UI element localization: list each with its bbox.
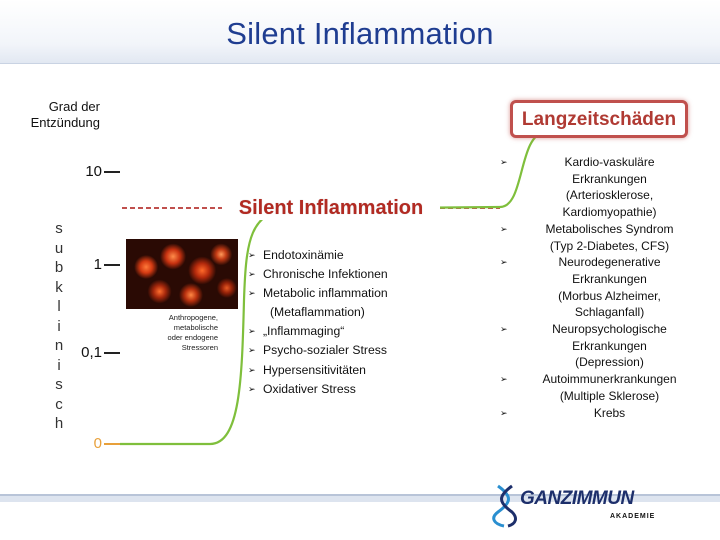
- list-item-continuation: (Metaflammation): [248, 303, 448, 322]
- vertical-letter: c: [55, 395, 63, 413]
- list-item: ➢ Metabolic inflammation: [248, 284, 448, 303]
- arrow-bullet-icon: ➢: [248, 383, 256, 394]
- list-item-text: Hypersensitivitäten: [263, 362, 366, 377]
- list-item-text: (Metaflammation): [270, 305, 365, 320]
- arrow-bullet-icon: ➢: [248, 288, 256, 299]
- bottom-band-line: [0, 494, 720, 496]
- arrow-bullet-icon: ➢: [500, 407, 508, 418]
- bottom-band: [0, 496, 720, 502]
- arrow-bullet-icon: ➢: [248, 364, 256, 375]
- list-item-text: Neuropsychologische Erkrankungen (Depres…: [552, 322, 667, 370]
- list-item-text: Autoimmunerkrankungen (Multiple Sklerose…: [542, 372, 677, 403]
- logo-name-part2: IMMUN: [571, 488, 634, 509]
- list-item: ➢ Neuropsychologische Erkrankungen (Depre…: [500, 321, 704, 371]
- list-item: ➢ Neurodegenerative Erkrankungen (Morbus …: [500, 254, 704, 321]
- vertical-letter: u: [54, 239, 64, 257]
- arrow-bullet-icon: ➢: [500, 223, 508, 234]
- list-item: ➢ Oxidativer Stress: [248, 380, 448, 399]
- arrow-bullet-icon: ➢: [500, 257, 508, 268]
- list-item-text: Kardio-vaskuläre Erkrankungen (Arteriosk…: [562, 155, 657, 220]
- stressor-fire-image: [126, 239, 238, 309]
- logo-wordmark: GANZIMMUN: [520, 488, 634, 510]
- list-item-text: Psycho-sozialer Stress: [263, 343, 387, 358]
- silent-inflammation-heading: Silent Inflammation: [222, 197, 440, 220]
- vertical-letter: n: [54, 337, 64, 354]
- inflammation-curve: [120, 130, 560, 446]
- list-item-text: Metabolisches Syndrom (Typ 2-Diabetes, C…: [545, 221, 674, 253]
- vertical-letter: k: [55, 278, 63, 296]
- logo-subtitle: AKADEMIE: [610, 513, 656, 520]
- title-bar: Silent Inflammation: [0, 0, 720, 64]
- damage-list: ➢ Kardio-vaskuläre Erkrankungen (Arterios…: [500, 154, 704, 421]
- arrow-bullet-icon: ➢: [248, 345, 256, 356]
- list-item-text: Endotoxinämie: [263, 248, 344, 262]
- vertical-letter: h: [54, 415, 64, 432]
- axis-label: Grad der Entzündung: [30, 99, 100, 130]
- arrow-bullet-icon: ➢: [248, 326, 256, 337]
- cause-list: ➢ Endotoxinämie ➢ Chronische Infektionen ➢…: [248, 246, 448, 399]
- list-item: ➢ Krebs: [500, 405, 704, 422]
- logo-name-part1: GANZ: [520, 488, 572, 509]
- list-item: ➢ Hypersensitivitäten: [248, 361, 448, 380]
- vertical-word-subklinisch: s u b k l i n i s c h: [52, 219, 66, 434]
- tick-label-1: 1: [93, 256, 102, 273]
- list-item: ➢ Metabolisches Syndrom (Typ 2-Diabetes, …: [500, 221, 704, 254]
- vertical-letter: s: [55, 376, 63, 393]
- arrow-bullet-icon: ➢: [500, 157, 508, 167]
- list-item-text: „Inflammaging“: [263, 324, 345, 339]
- vertical-letter: s: [55, 220, 63, 237]
- langzeitschaeden-heading: Langzeitschäden: [521, 109, 677, 130]
- list-item-text: Neurodegenerative Erkrankungen (Morbus A…: [558, 255, 661, 320]
- list-item: ➢ Kardio-vaskuläre Erkrankungen (Arterios…: [500, 154, 704, 221]
- ganzimmun-logo: GANZIMMUN AKADEMIE: [488, 482, 658, 532]
- list-item-text: Krebs: [593, 405, 626, 420]
- vertical-letter: b: [54, 259, 64, 276]
- arrow-bullet-icon: ➢: [500, 324, 508, 335]
- tick-label-01: 0,1: [81, 344, 102, 361]
- list-item: ➢ Endotoxinämie: [248, 246, 448, 265]
- vertical-letter: l: [57, 298, 61, 315]
- slide-title: Silent Inflammation: [226, 16, 494, 51]
- list-item: ➢ Psycho-sozialer Stress: [248, 341, 448, 360]
- langzeitschaeden-box: Langzeitschäden: [510, 100, 688, 138]
- arrow-bullet-icon: ➢: [248, 250, 256, 260]
- vertical-letter: i: [57, 356, 61, 374]
- dna-helix-icon: [492, 484, 517, 528]
- list-item-text: Oxidativer Stress: [263, 381, 356, 396]
- list-item: ➢ Autoimmunerkrankungen (Multiple Skleros…: [500, 371, 704, 404]
- list-item: ➢ „Inflammaging“: [248, 322, 448, 341]
- list-item: ➢ Chronische Infektionen: [248, 265, 448, 284]
- list-item-text: Chronische Infektionen: [263, 267, 388, 282]
- list-item-text: Metabolic inflammation: [263, 286, 388, 301]
- vertical-letter: i: [57, 317, 61, 335]
- arrow-bullet-icon: ➢: [248, 269, 256, 280]
- stressor-caption: Anthropogene, metabolische oder endogene…: [167, 313, 218, 352]
- tick-label-10: 10: [85, 163, 102, 180]
- tick-label-0: 0: [93, 435, 102, 452]
- arrow-bullet-icon: ➢: [500, 374, 508, 385]
